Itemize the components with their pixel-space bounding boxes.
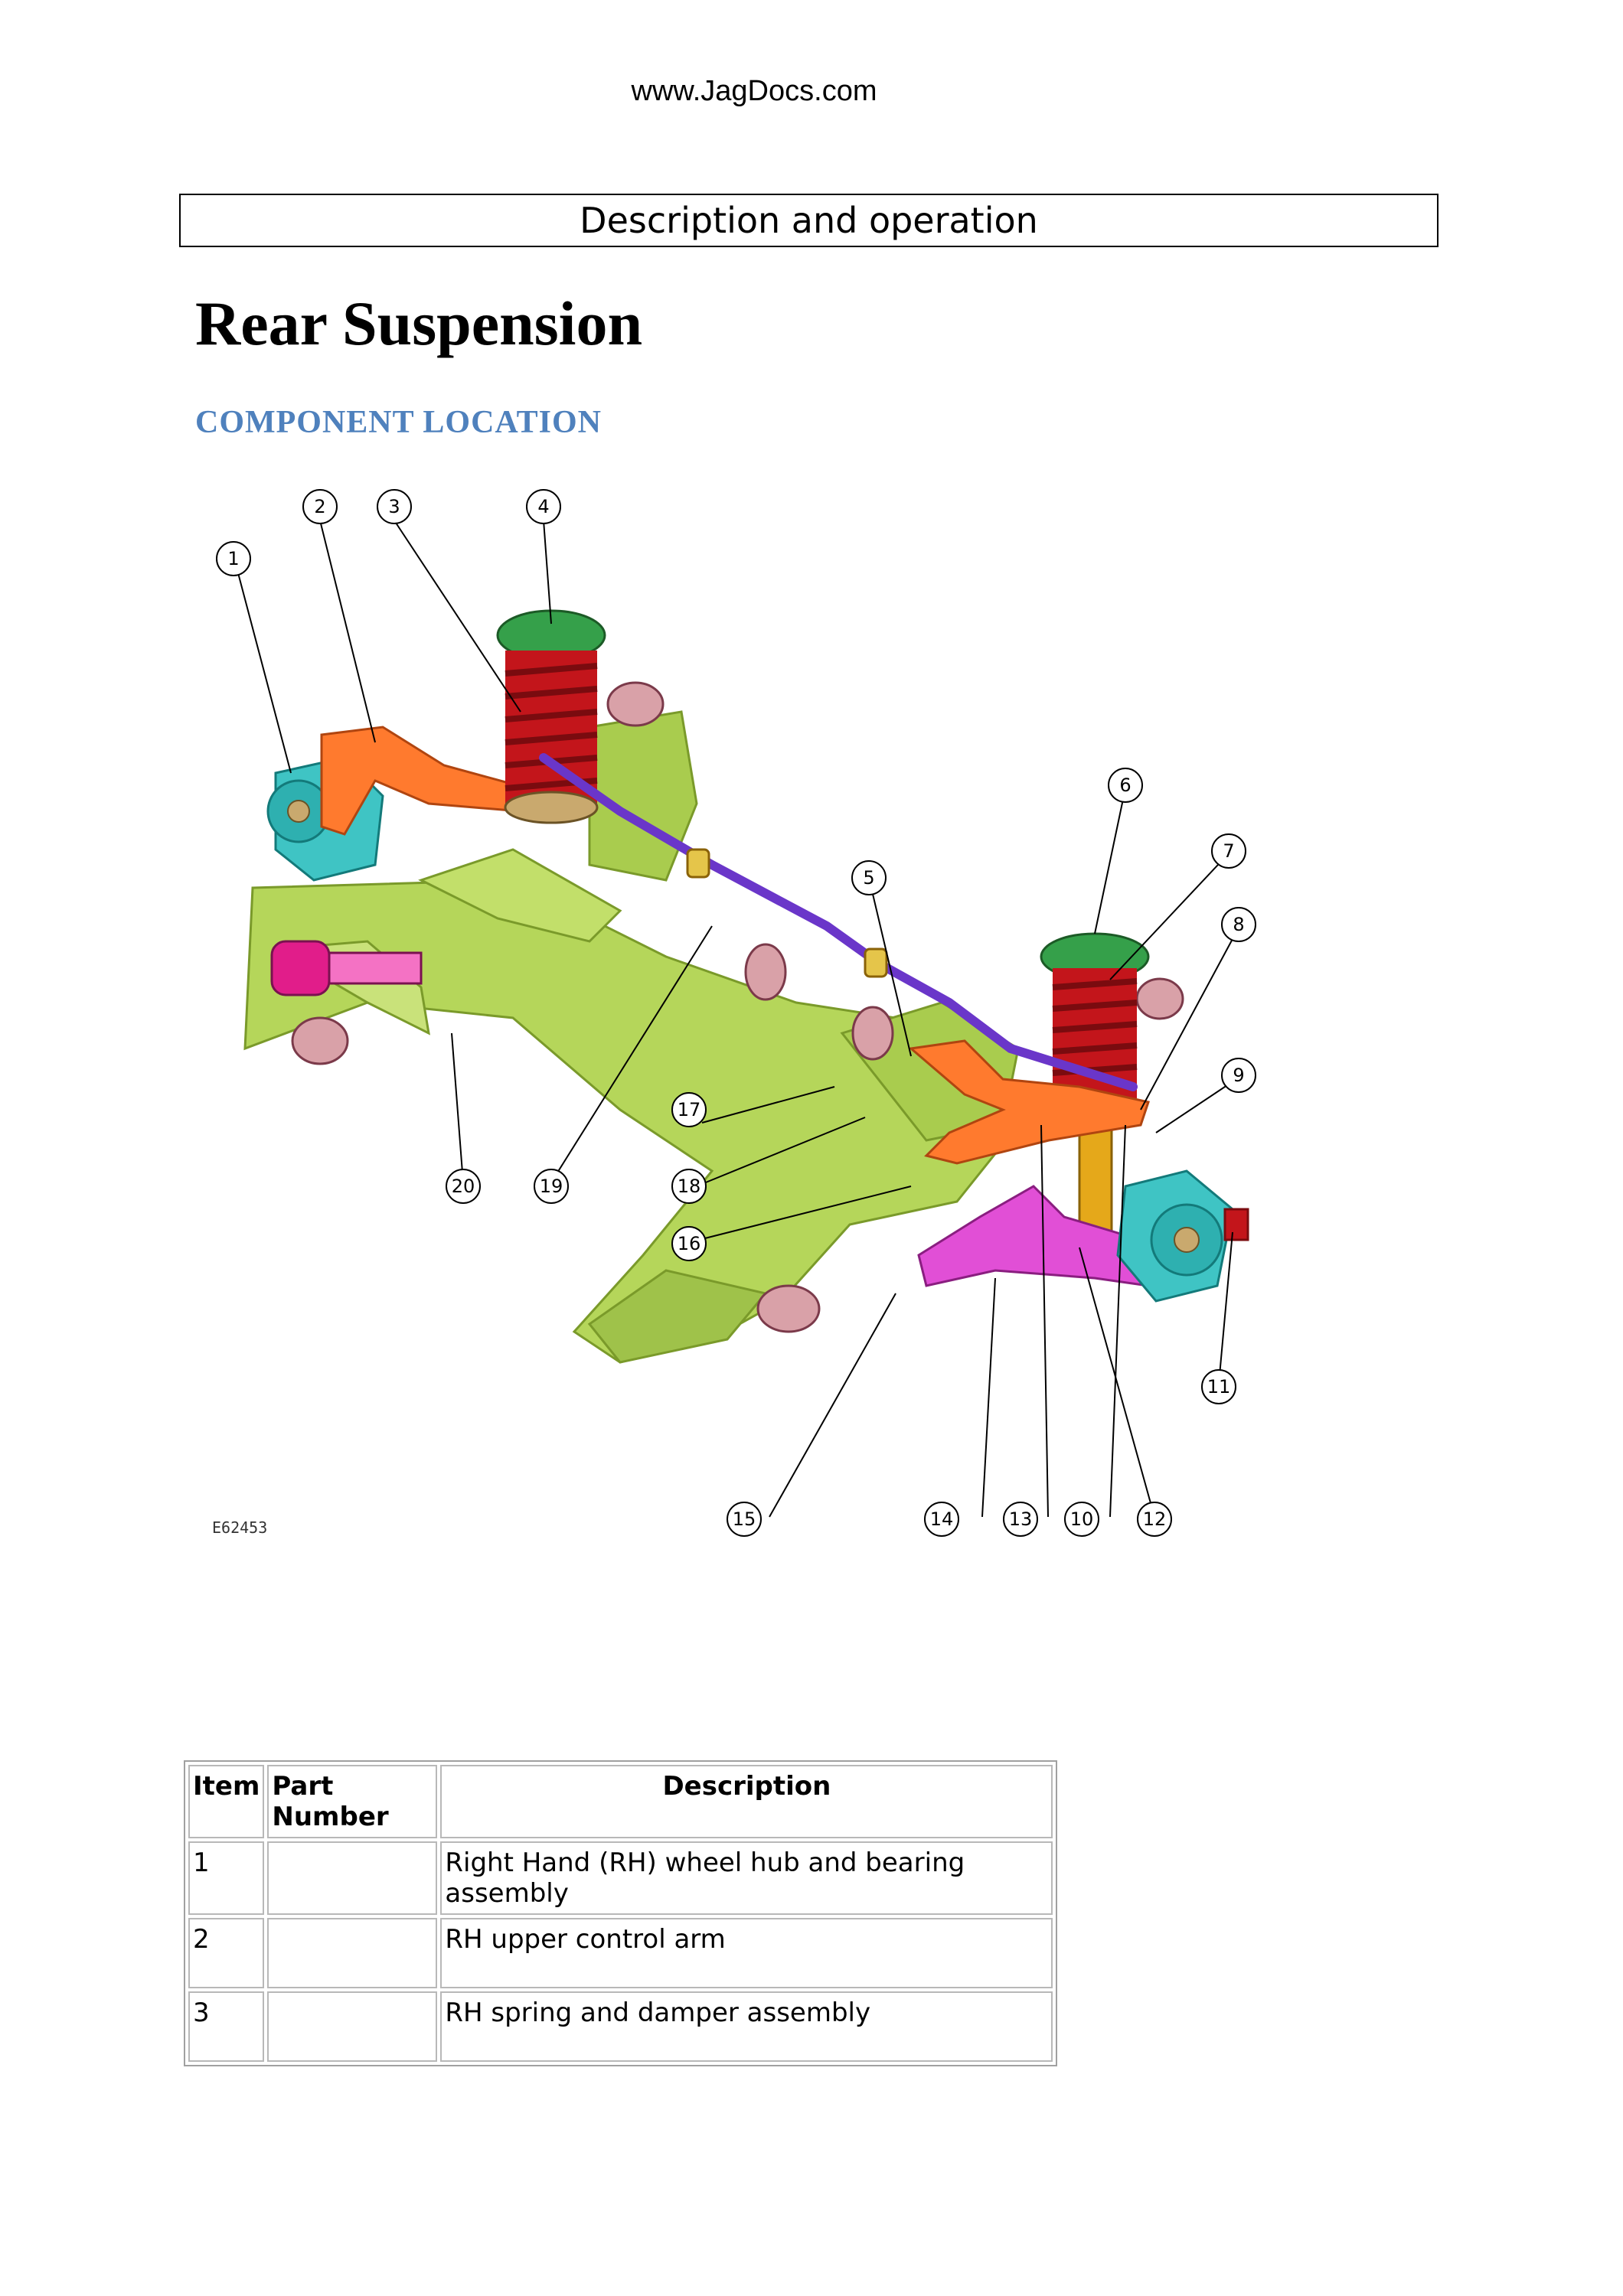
table-row: 1 Right Hand (RH) wheel hub and bearing … xyxy=(188,1841,1053,1915)
stabilizer-bar-bushes xyxy=(686,848,888,978)
callout-2-label: 2 xyxy=(314,496,325,517)
callout-17-label: 17 xyxy=(678,1099,701,1120)
callout-19-label: 19 xyxy=(540,1176,563,1197)
table-header-row: Item Part Number Description xyxy=(188,1765,1053,1838)
section-heading-box: Description and operation xyxy=(179,194,1438,247)
callout-18-label: 18 xyxy=(678,1176,701,1197)
website-header: www.JagDocs.com xyxy=(631,75,877,107)
callout-10-label: 10 xyxy=(1070,1508,1094,1530)
callout-13-label: 13 xyxy=(1009,1508,1033,1530)
callout-5-label: 5 xyxy=(863,867,874,889)
header-description: Description xyxy=(440,1765,1053,1838)
section-heading-label: Description and operation xyxy=(580,200,1038,241)
callout-9-label: 9 xyxy=(1233,1065,1244,1086)
cell-part-number xyxy=(267,1991,438,2062)
figure-reference: E62453 xyxy=(212,1518,268,1537)
cell-description: RH spring and damper assembly xyxy=(440,1991,1053,2062)
callout-6-label: 6 xyxy=(1119,775,1131,796)
callout-15-label: 15 xyxy=(733,1508,756,1530)
callout-markers xyxy=(216,489,1256,1537)
cell-description: Right Hand (RH) wheel hub and bearing as… xyxy=(440,1841,1053,1915)
cell-item: 1 xyxy=(188,1841,265,1915)
callout-7-label: 7 xyxy=(1223,840,1234,862)
page-subtitle: COMPONENT LOCATION xyxy=(195,405,602,440)
cell-description: RH upper control arm xyxy=(440,1918,1053,1988)
callout-14-label: 14 xyxy=(930,1508,954,1530)
lh-wheel-hub xyxy=(1116,1169,1249,1303)
rh-spring-damper xyxy=(496,609,606,824)
page-title: Rear Suspension xyxy=(195,289,643,358)
callout-3-label: 3 xyxy=(388,496,400,517)
table-row: 3 RH spring and damper assembly xyxy=(188,1991,1053,2062)
rh-shock-bush xyxy=(270,940,423,996)
table-row: 2 RH upper control arm xyxy=(188,1918,1053,1988)
cell-item: 2 xyxy=(188,1918,265,1988)
parts-table: Item Part Number Description 1 Right Han… xyxy=(184,1760,1058,2066)
lh-upper-control-arm xyxy=(908,1039,1150,1165)
callout-4-label: 4 xyxy=(537,496,549,517)
header-item: Item xyxy=(188,1765,265,1838)
callout-20-label: 20 xyxy=(452,1176,475,1197)
callout-12-label: 12 xyxy=(1143,1508,1167,1530)
rh-upper-control-arm xyxy=(320,726,530,836)
callout-11-label: 11 xyxy=(1207,1376,1231,1397)
cell-part-number xyxy=(267,1918,438,1988)
stabilizer-bar xyxy=(539,753,1138,1091)
cell-item: 3 xyxy=(188,1991,265,2062)
callout-16-label: 16 xyxy=(678,1233,701,1254)
cell-part-number xyxy=(267,1841,438,1915)
header-part-number: Part Number xyxy=(267,1765,438,1838)
suspension-diagram: 1 2 3 4 5 6 7 8 9 10 11 12 13 14 15 16 1… xyxy=(216,489,1256,1537)
subframe-bushes xyxy=(291,681,1184,1333)
callout-8-label: 8 xyxy=(1233,914,1244,935)
callout-1-label: 1 xyxy=(227,548,239,569)
leader-lines xyxy=(237,520,1239,1518)
